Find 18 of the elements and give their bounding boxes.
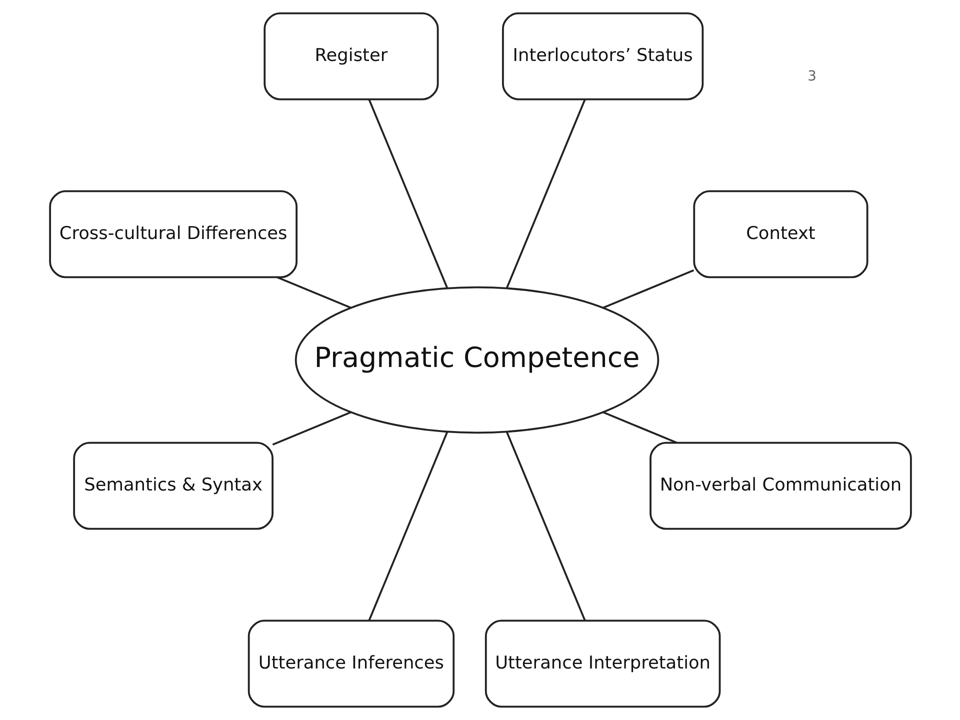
node-box: Semantics & Syntax [72,442,273,530]
connector [505,99,586,288]
label: 3 [807,68,816,84]
connector [602,411,676,444]
node-box: Context [692,190,868,278]
node-box: Interlocutors’ Status [502,12,704,100]
connector [272,411,351,446]
connector [368,432,448,621]
node-box: Non-verbal Communication [649,442,912,530]
connector [368,99,448,288]
connector [602,269,694,309]
node-box: Register [263,12,438,100]
node-box: Utterance Inferences [247,620,454,708]
connector [505,432,586,621]
node-box: Utterance Interpretation [484,620,720,708]
node-box: Cross-cultural Differences [48,190,298,278]
connector [276,276,351,309]
node-ellipse: Pragmatic Competence [294,286,659,434]
